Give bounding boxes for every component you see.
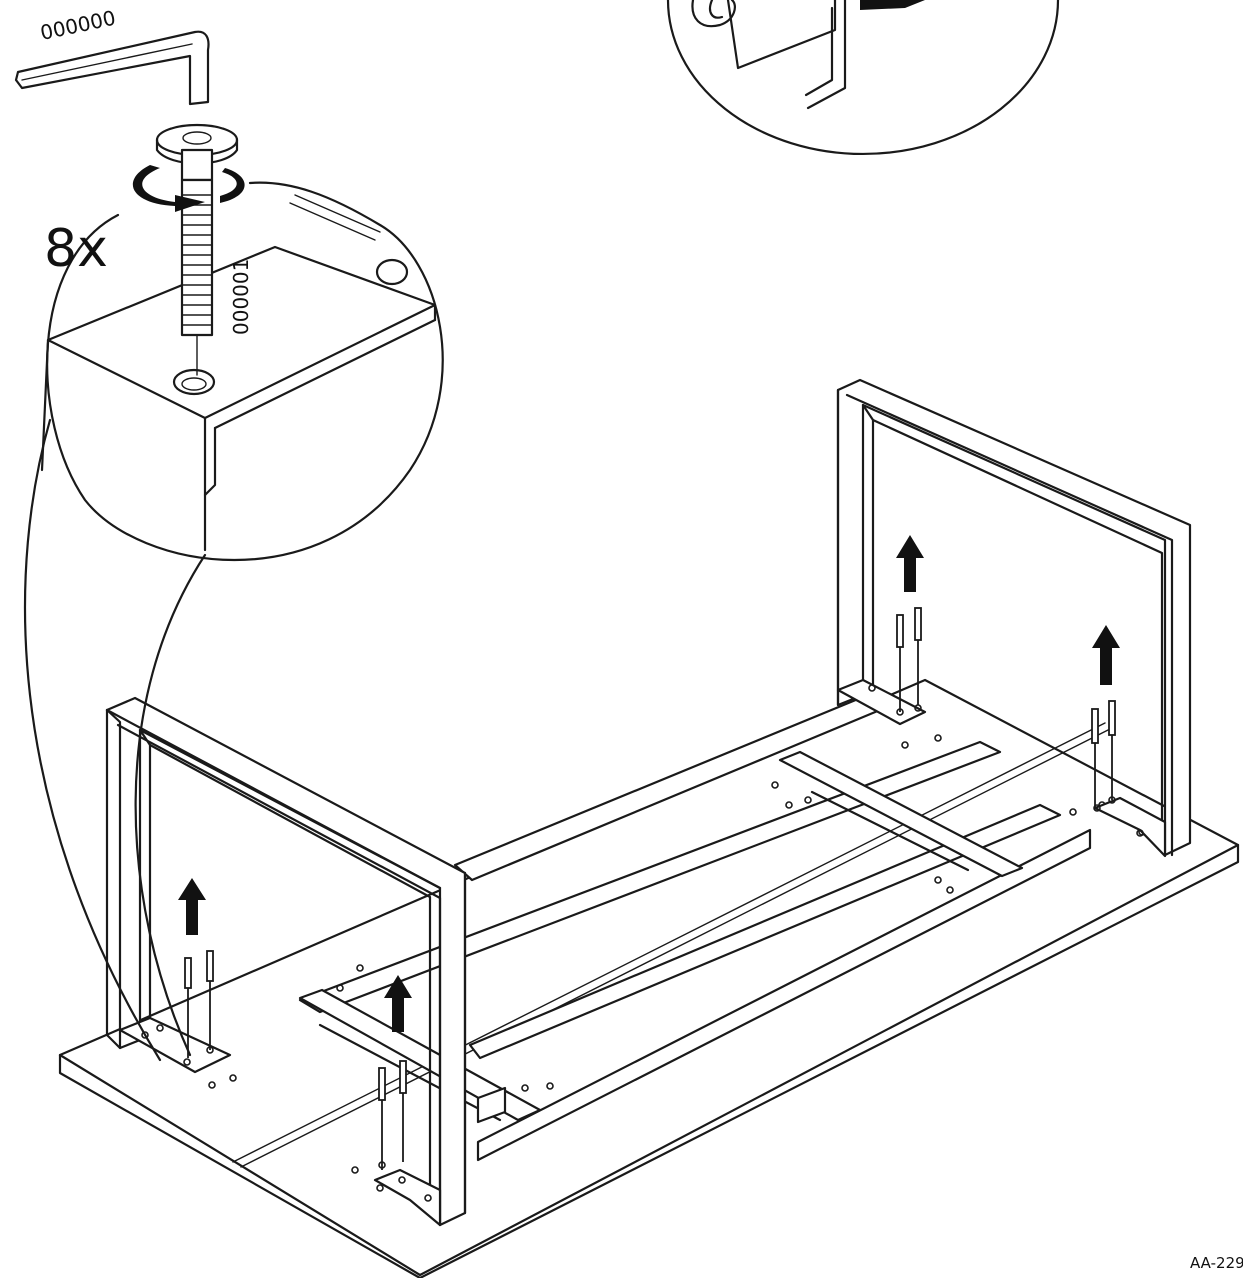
bolt-icon (155, 123, 239, 376)
bolt-part-no: 000001 (229, 259, 253, 335)
bolt-icon-group (184, 607, 1116, 1170)
up-arrow-icon-group (178, 535, 1120, 1032)
doc-code: AA-229 (1190, 1254, 1243, 1272)
allen-key-part-no: 000000 (38, 6, 118, 45)
rotate-arrow-icon (132, 165, 245, 212)
up-arrow-icon (896, 535, 924, 592)
up-arrow-icon (1092, 625, 1120, 685)
leg-frame-left (105, 684, 1144, 1227)
up-arrow-icon (178, 878, 206, 935)
up-arrow-icon (384, 975, 412, 1032)
detail-circle-left (23, 181, 444, 1062)
quantity-label: 8x (44, 219, 108, 279)
table-frame (208, 688, 1146, 1174)
detail-circle-top (666, 0, 1060, 155)
leg-frame-right (836, 378, 1192, 858)
allen-key-icon: 000000 (14, 6, 210, 106)
